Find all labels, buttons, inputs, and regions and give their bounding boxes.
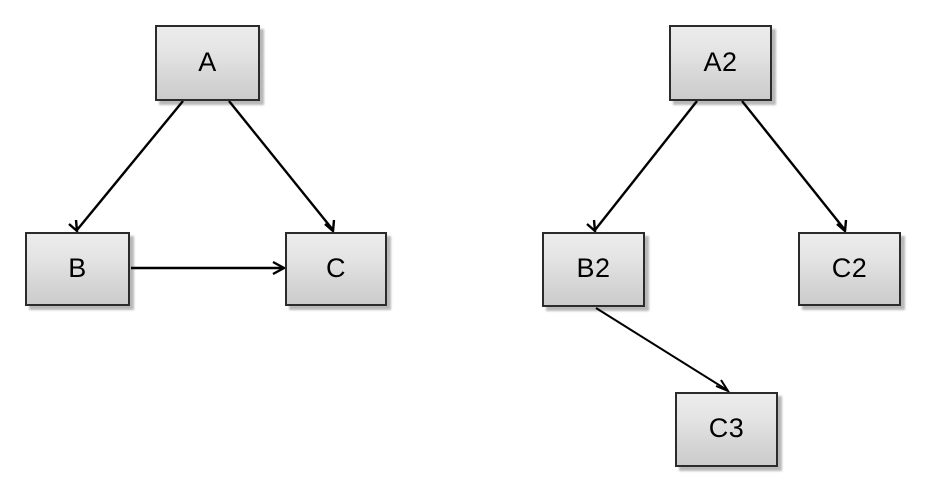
edge-a-to-c [228, 100, 336, 234]
node-a-label: A [198, 46, 217, 77]
node-b[interactable]: B [25, 232, 130, 306]
node-c[interactable]: C [285, 232, 387, 306]
node-c3-label: C3 [708, 413, 745, 443]
edge-b2-to-c3 [595, 307, 731, 394]
node-b2-label: B2 [576, 253, 611, 283]
node-a[interactable]: A [155, 25, 260, 101]
node-c-label: C [326, 252, 346, 283]
node-a2[interactable]: A2 [669, 25, 772, 101]
node-a2-label: A2 [703, 46, 738, 77]
node-c2[interactable]: C2 [798, 232, 901, 306]
edge-b-to-c [131, 260, 287, 276]
node-b-label: B [68, 252, 87, 283]
node-b2[interactable]: B2 [542, 232, 645, 307]
edge-a-to-b [68, 100, 184, 234]
edge-a2-to-c2 [741, 100, 848, 234]
edge-a2-to-b2 [586, 100, 698, 234]
node-c3[interactable]: C3 [675, 392, 778, 467]
node-c2-label: C2 [831, 252, 868, 283]
